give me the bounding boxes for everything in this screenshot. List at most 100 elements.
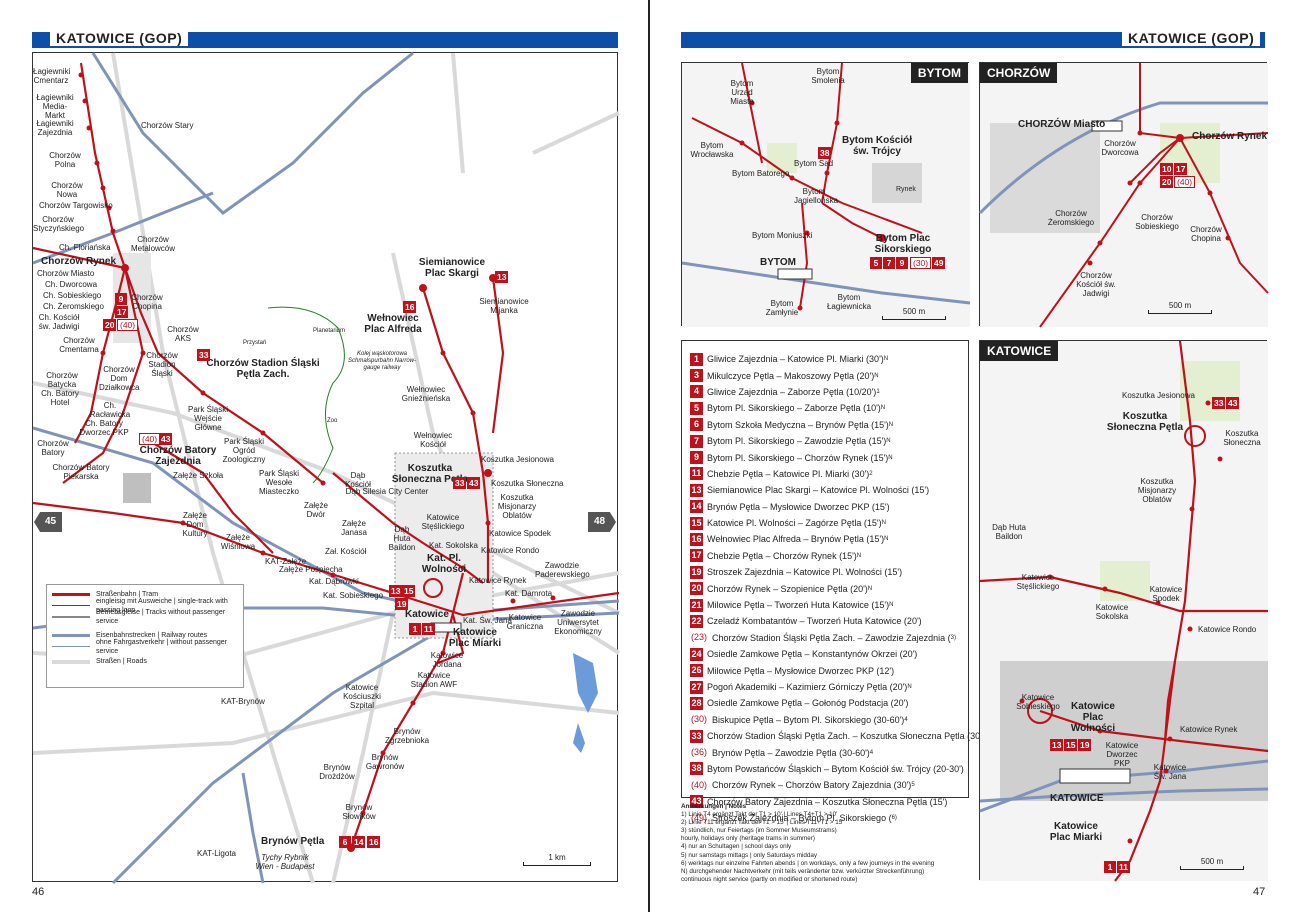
route-description: Chorzów Stadion Śląski Pętla Zach. – Zaw… — [712, 632, 951, 643]
stop-label: KAT-Ligota — [197, 849, 236, 858]
stop-label: Katowice Dworzec PKP — [1105, 741, 1139, 768]
stop-label: Kat. Św. Jana — [463, 616, 512, 625]
stop-label-major: Bytom Plac Sikorskiego — [874, 233, 932, 255]
legend-row: Eisenbahnstrecken | Railway routes — [52, 630, 238, 641]
route-badge: 1 — [1104, 861, 1116, 873]
stop-label: Chorzów Styczyńskiego — [33, 215, 85, 233]
route-footnote-marker: 4 — [869, 749, 874, 756]
stop-label: Park Śląski Ogród Zoologiczny — [222, 437, 266, 464]
route-row: (36)Brynów Pętla – Zawodzie Pętla (30-60… — [690, 744, 960, 760]
stop-label: Łagiewniki Cmentarz — [33, 67, 71, 85]
footnote-line: 6) werktags nur einzelne Fahrten abends … — [681, 859, 935, 867]
narrow-gauge-label: Kolej wąskotorowa Schmalspurbahn Narrow-… — [347, 351, 417, 371]
route-badge: (30) — [910, 257, 932, 269]
poi-label: Zoo — [327, 418, 338, 424]
route-number-badge: (49) — [690, 812, 707, 823]
poi-label: Planetarium — [313, 328, 346, 334]
stop-label-major: Chorzów Rynek — [41, 256, 117, 267]
stop-label: Dąb Huta Baildon — [992, 523, 1026, 541]
footnote-line: Anmerkungen | Notes — [681, 803, 747, 810]
route-description: Pogoń Akademiki – Kazimierz Górniczy Pęt… — [707, 682, 908, 692]
stop-label-major: BYTOM — [760, 257, 796, 268]
route-footnote-marker: N — [888, 421, 894, 428]
route-footnote-marker: N — [888, 454, 893, 461]
route-description: Bytom Szkoła Medyczna – Brynów Pętla (15… — [707, 419, 889, 430]
route-badge: 33 — [1212, 397, 1226, 409]
route-description: Gliwice Zajezdnia – Katowice Pl. Miarki … — [707, 354, 884, 365]
route-description: Chebzie Pętla – Chorzów Rynek (15') — [707, 550, 857, 561]
scale-label: 1 km — [548, 853, 566, 862]
prev-page-button[interactable]: 45 — [34, 512, 62, 532]
route-number-badge: 13 — [690, 483, 703, 497]
stop-label: Brynów Słowików — [342, 803, 376, 821]
route-footnote-marker: 2 — [869, 470, 873, 477]
stop-label: Katowice Stęślickiego — [421, 513, 465, 531]
stop-label: Katowice Stęślickiego — [1016, 573, 1060, 591]
legend-row: Straßen | Roads — [52, 656, 238, 667]
stop-label: Katowice Spodek — [489, 529, 551, 538]
route-footnote-marker: N — [856, 552, 862, 559]
stop-label: Brynów Gawronów — [365, 753, 405, 771]
route-badge: 19 — [395, 598, 409, 610]
stop-label: Ch. Sobieskiego — [43, 291, 102, 300]
stop-label: Chorzów Metalowców — [131, 235, 176, 253]
route-badge: 1 — [409, 623, 421, 635]
stop-label: Chorzów Batory Piekarska — [52, 463, 110, 481]
stop-label: Dąb Kościół — [345, 471, 371, 489]
route-number-badge: (36) — [690, 747, 707, 758]
route-number-badge: (40) — [690, 779, 707, 790]
stop-label: Ch. Batory Hotel — [41, 389, 79, 407]
bytom-map-svg — [681, 62, 971, 327]
stop-label: Zał. Kościół — [325, 547, 367, 556]
route-description: Mikulczyce Pętla – Makoszowy Pętla (20') — [707, 370, 875, 381]
route-footnote-marker: 3) — [950, 634, 956, 641]
katowice-centre-area — [394, 452, 494, 639]
route-badge: 17 — [115, 306, 129, 318]
route-badge: 33 — [453, 477, 467, 489]
footnote-line: 4) nur an Schultagen | school days only — [681, 843, 792, 851]
stop-label: Rynek — [896, 186, 916, 193]
route-badge: (40) — [117, 319, 139, 331]
route-row: 17 Chebzie Pętla – Chorzów Rynek (15')N — [690, 548, 960, 564]
stop-label: Koszutka Słoneczna — [491, 479, 564, 488]
chorzow-inset-map: CHORZÓW CHORZÓW Miasto Chorzów Rynek Cho… — [978, 62, 1269, 328]
route-number-badge: 26 — [690, 664, 703, 678]
destination-label: Tychy Rybnik Wien - Budapest — [255, 853, 315, 871]
footnote-line: N) durchgehender Nachtverkehr (mit teils… — [681, 867, 925, 875]
stop-label: Bytom Sąd — [794, 159, 834, 168]
tram-stops — [78, 72, 556, 852]
route-number-badge: 43 — [690, 795, 703, 809]
stop-label-major: KATOWICE — [1050, 793, 1104, 804]
next-page-button[interactable]: 48 — [588, 512, 616, 532]
route-badge: (40) — [139, 433, 161, 445]
stop-label-major: Chorzów Rynek — [1192, 131, 1268, 142]
stop-label: Chorzów Batory — [37, 439, 69, 457]
route-footnote-marker: N — [884, 536, 889, 543]
route-description: Bytom Pl. Sikorskiego – Chorzów Rynek (1… — [707, 452, 889, 463]
water-area — [573, 653, 598, 713]
route-description: Osiedle Zamkowe Pętla – Gołonóg Podstacj… — [707, 698, 909, 709]
route-number-badge: 17 — [690, 549, 703, 563]
stop-label: Kat. Sobieskiego — [323, 591, 384, 600]
route-number-badge: 21 — [690, 598, 703, 612]
stop-label: Brynów Zgrzebnioka — [385, 727, 430, 745]
stop-label: Brynów Drożdżów — [319, 763, 355, 781]
stop-label: Ch. Floriańska — [59, 243, 111, 252]
stop-label: Ch. Racławicka — [89, 401, 131, 419]
footnote-line: hourly, holidays only (heritage trams in… — [681, 835, 815, 843]
route-badge: 10 — [1160, 163, 1174, 175]
route-description: Chorzów Batory Zajezdnia – Koszutka Słon… — [707, 796, 948, 807]
stop-label: Chorzów Miasto — [37, 269, 95, 278]
stop-label: Katowice Rondo — [1198, 625, 1257, 634]
legend-row: Straßenbahn | Tram — [52, 589, 238, 600]
route-badge: 13 — [495, 271, 509, 283]
route-description: Chorzów Rynek – Chorzów Batory Zajezdnia… — [712, 780, 912, 791]
